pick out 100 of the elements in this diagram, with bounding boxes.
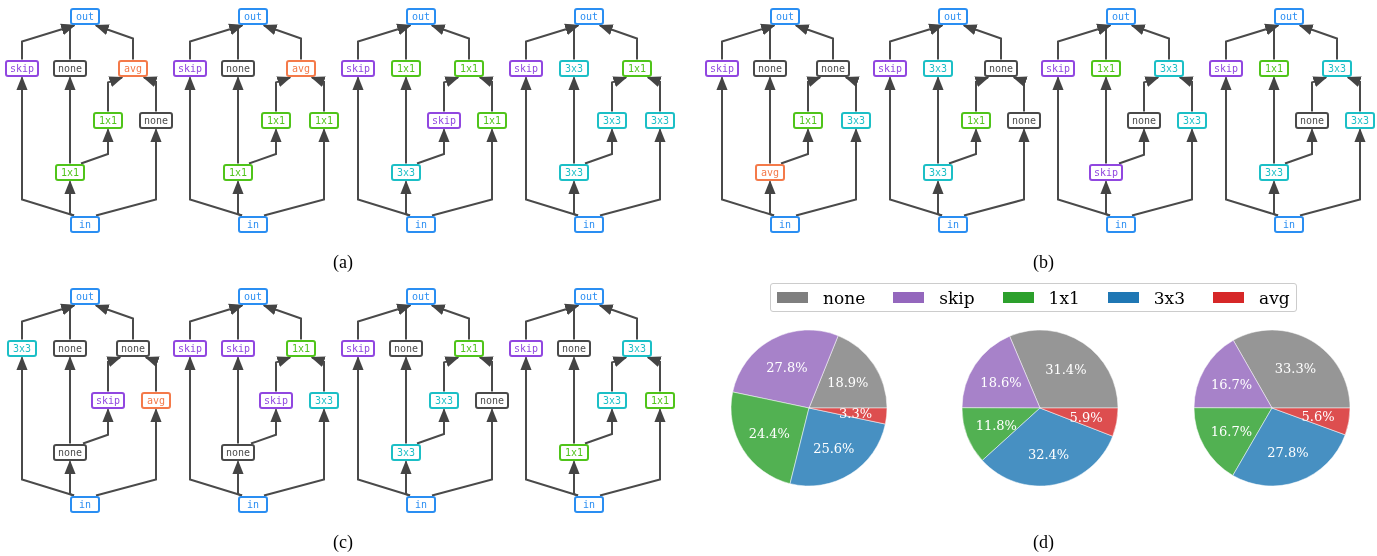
operation-box: none	[1007, 111, 1041, 129]
arrow	[228, 24, 244, 61]
arrow	[568, 460, 580, 497]
arrow	[568, 180, 580, 217]
arrow	[568, 356, 580, 445]
arrow	[144, 356, 160, 393]
operation-box: none	[139, 111, 173, 129]
input-box: in	[406, 495, 436, 513]
output-box: out	[1274, 7, 1304, 25]
input-box: in	[406, 215, 436, 233]
arrow	[275, 356, 292, 393]
arrow	[310, 76, 326, 113]
arrow	[584, 408, 618, 445]
value-label: 5.9%	[1069, 409, 1103, 425]
operation-box: skip	[1089, 163, 1123, 181]
operation-box: 3x3	[597, 391, 627, 409]
arrow	[64, 460, 76, 497]
value-label: 25.6%	[813, 440, 855, 456]
operation-box: none	[53, 339, 87, 357]
operation-box: none	[221, 59, 255, 77]
operation-box: skip	[873, 59, 907, 77]
arrow	[60, 304, 76, 341]
arrow	[564, 304, 580, 341]
value-label: 16.7%	[1210, 423, 1253, 439]
arrow	[396, 24, 412, 61]
arrow	[1096, 24, 1112, 61]
operation-box: 1x1	[622, 59, 652, 77]
operation-box: 1x1	[477, 111, 507, 129]
arrow	[1130, 24, 1170, 61]
arrow	[107, 76, 124, 113]
operation-box: 3x3	[622, 339, 652, 357]
operation-box: skip	[91, 391, 125, 409]
arrow	[948, 128, 982, 165]
operation-box: none	[1295, 111, 1329, 129]
arrow	[1346, 76, 1362, 113]
operation-box: 3x3	[923, 59, 953, 77]
operation-box: 1x1	[223, 163, 253, 181]
arrow	[646, 356, 662, 393]
arrow	[1298, 24, 1338, 61]
value-label: 32.4%	[1027, 446, 1070, 462]
operation-box: 3x3	[597, 111, 627, 129]
operation-box: none	[557, 339, 591, 357]
arrow	[1012, 76, 1028, 113]
operation-box: none	[389, 339, 423, 357]
operation-box: 3x3	[1322, 59, 1352, 77]
operation-box: 1x1	[1259, 59, 1289, 77]
arrow	[142, 76, 158, 113]
operation-box: avg	[118, 59, 148, 77]
arrow	[248, 128, 282, 165]
arrow	[95, 128, 162, 217]
arrow	[1264, 24, 1280, 61]
arrow	[94, 24, 134, 61]
arrow	[564, 24, 580, 61]
operation-box: skip	[1041, 59, 1075, 77]
arrow	[250, 408, 282, 445]
legend-label: none	[823, 287, 866, 308]
operation-box: 1x1	[261, 111, 291, 129]
legend-label: skip	[939, 287, 975, 308]
output-box: out	[70, 287, 100, 305]
arrow	[443, 76, 460, 113]
output-box: out	[238, 287, 268, 305]
value-label: 5.6%	[1301, 408, 1335, 424]
operation-box: none	[816, 59, 850, 77]
panel-label: (a)	[333, 252, 353, 273]
operation-box: 3x3	[391, 443, 421, 461]
operation-box: skip	[221, 339, 255, 357]
arrow	[928, 24, 944, 61]
operation-box: 1x1	[286, 339, 316, 357]
operation-box: 3x3	[1177, 111, 1207, 129]
operation-box: none	[753, 59, 787, 77]
operation-box: none	[221, 443, 255, 461]
arrow	[228, 304, 244, 341]
legend-label: 1x1	[1048, 287, 1080, 308]
legend-label: 3x3	[1153, 287, 1186, 308]
arrow	[430, 24, 470, 61]
operation-box: skip	[705, 59, 739, 77]
arrow	[646, 76, 662, 113]
operation-box: 3x3	[429, 391, 459, 409]
arrow	[794, 24, 834, 61]
operation-box: 1x1	[1091, 59, 1121, 77]
operation-box: skip	[173, 339, 207, 357]
input-box: in	[238, 215, 268, 233]
arrow	[806, 76, 822, 113]
arrow	[95, 408, 162, 497]
value-label: 11.8%	[975, 417, 1017, 433]
input-box: in	[1274, 215, 1304, 233]
arrow	[396, 304, 412, 341]
legend-label: avg	[1259, 287, 1290, 308]
operation-box: none	[116, 339, 150, 357]
operation-box: 3x3	[391, 163, 421, 181]
arrow	[106, 356, 122, 393]
arrow	[974, 76, 990, 113]
operation-box: 3x3	[841, 111, 871, 129]
arrow	[478, 76, 494, 113]
operation-box: skip	[509, 339, 543, 357]
arrow	[598, 24, 638, 61]
arrow	[80, 128, 114, 165]
operation-box: none	[1127, 111, 1161, 129]
arrow	[599, 128, 666, 217]
operation-box: skip	[341, 339, 375, 357]
